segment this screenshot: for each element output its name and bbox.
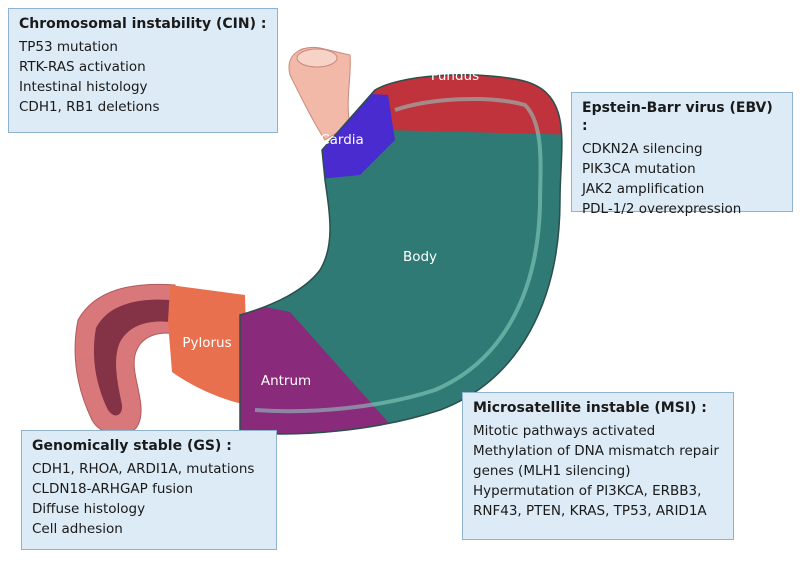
msi-item: genes (MLH1 silencing) [473, 463, 631, 479]
esophagus-opening [296, 48, 338, 68]
gs-item: Diffuse histology [32, 501, 146, 517]
msi-item: RNF43, PTEN, KRAS, TP53, ARID1A [473, 503, 707, 519]
stomach-inner-rim [254, 96, 543, 414]
gs-item: CLDN18-ARHGAP fusion [32, 481, 193, 497]
msi-box: Microsatellite instable (MSI) : Mitotic … [462, 392, 734, 540]
ebv-box: Epstein-Barr virus (EBV) : CDKN2A silenc… [571, 92, 793, 217]
ebv-item: JAK2 amplification [582, 181, 705, 197]
region-pylorus [168, 285, 248, 405]
gs-list: CDH1, RHOA, ARDI1A, mutations CLDN18-ARH… [32, 459, 266, 539]
msi-title: Microsatellite instable (MSI) : [473, 400, 707, 416]
label-cardia: Cardia [320, 132, 364, 148]
esophagus [288, 46, 351, 141]
gs-box: Genomically stable (GS) : CDH1, RHOA, AR… [21, 430, 277, 550]
msi-item: Hypermutation of PI3KCA, ERBB3, [473, 483, 702, 499]
duodenum-inner [93, 299, 170, 416]
ebv-title: Epstein-Barr virus (EBV) : [582, 100, 773, 134]
cin-box: Chromosomal instability (CIN) : TP53 mut… [8, 8, 278, 133]
cin-list: TP53 mutation RTK-RAS activation Intesti… [19, 37, 267, 117]
ebv-list: CDKN2A silencing PIK3CA mutation JAK2 am… [582, 139, 782, 219]
ebv-item: PDL-1/2 overexpression [582, 201, 742, 217]
gs-item: Cell adhesion [32, 521, 123, 537]
label-body: Body [403, 249, 437, 265]
cin-item: RTK-RAS activation [19, 59, 146, 75]
cin-item: TP53 mutation [19, 39, 118, 55]
label-antrum: Antrum [261, 373, 311, 389]
msi-item: Mitotic pathways activated [473, 423, 656, 439]
ebv-item: CDKN2A silencing [582, 141, 703, 157]
cin-item: Intestinal histology [19, 79, 148, 95]
label-fundus: Fundus [431, 68, 479, 84]
gs-item: CDH1, RHOA, ARDI1A, mutations [32, 461, 255, 477]
msi-item: Methylation of DNA mismatch repair [473, 443, 719, 459]
label-pylorus: Pylorus [182, 335, 231, 351]
cin-title: Chromosomal instability (CIN) : [19, 16, 267, 32]
msi-list: Mitotic pathways activated Methylation o… [473, 421, 723, 521]
ebv-item: PIK3CA mutation [582, 161, 696, 177]
stomach-outline [239, 74, 563, 435]
gs-title: Genomically stable (GS) : [32, 438, 232, 454]
cin-item: CDH1, RB1 deletions [19, 99, 160, 115]
